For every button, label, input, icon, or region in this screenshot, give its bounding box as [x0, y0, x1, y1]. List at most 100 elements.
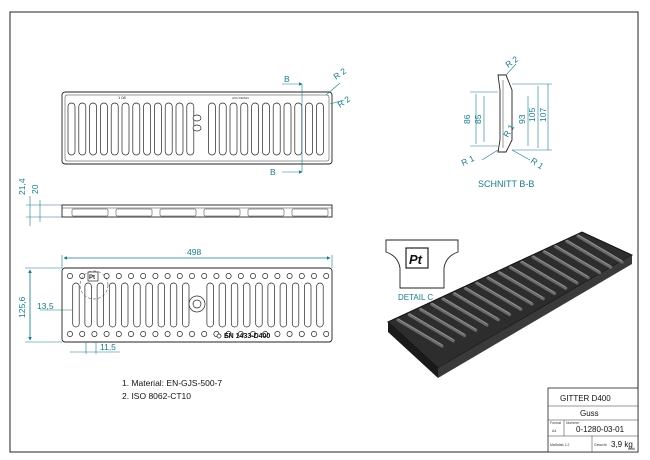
dim-85: 85 [473, 114, 483, 124]
bottom-hole-bottom [140, 331, 147, 337]
bottom-hole-bottom [323, 331, 330, 337]
iso-bar-highlight [420, 307, 465, 335]
cast-text-b: ACO DRAIN [232, 96, 249, 100]
dim-107: 107 [538, 108, 548, 122]
dim-r2-section: R 2 [503, 54, 520, 70]
iso-bar-highlight [577, 234, 623, 262]
title-material: Guss [580, 409, 599, 418]
bottom-slot [145, 282, 153, 328]
bottom-slot [157, 282, 165, 328]
top-slot [110, 102, 119, 156]
bottom-hole-bottom [91, 331, 98, 337]
top-slot [175, 102, 184, 156]
bottom-slot [279, 282, 287, 328]
dim-93: 93 [517, 114, 527, 124]
title-number-label: Nummer [566, 421, 580, 425]
top-view-slots [67, 102, 324, 156]
iso-bar-highlight [544, 250, 589, 277]
dim-125-6: 125,6 [17, 296, 27, 318]
bottom-slot [121, 282, 129, 328]
bottom-slot [243, 282, 251, 328]
iso-bar-highlight [476, 281, 521, 309]
notes: 1. Material: EN-GJS-500-7 2. ISO 8062-CT… [122, 378, 222, 401]
bottom-slot [206, 282, 214, 328]
bottom-slot [267, 282, 275, 328]
bottom-hole-bottom [311, 331, 317, 337]
iso-bar [463, 286, 512, 317]
iso-bar [452, 292, 500, 322]
title-block: GITTER D400 Guss Format A4 Nummer 0-1280… [547, 387, 639, 453]
side-rib [71, 208, 109, 217]
standard-mark: EN 1433-D400 [224, 333, 270, 340]
iso-bar [430, 302, 478, 332]
top-slot [305, 102, 313, 156]
isometric-grate-bars [396, 234, 624, 348]
bottom-slot [96, 282, 104, 328]
bottom-hole-top [213, 273, 220, 279]
drawing-number: 0-1280-03-01 [576, 425, 625, 434]
side-rib [203, 208, 241, 217]
detail-c: Pt DETAIL C [385, 239, 459, 302]
bottom-slot [72, 282, 80, 328]
dim-r1-right: R 1 [529, 155, 546, 171]
bottom-hole-top [237, 273, 244, 279]
bottom-logo-box [87, 271, 99, 282]
bottom-slot [230, 282, 239, 328]
side-rib [159, 208, 197, 217]
title-weight-label: Gewicht [594, 443, 607, 447]
iso-bar-highlight [555, 244, 600, 272]
iso-bar-highlight [510, 265, 555, 293]
bottom-hole-top [311, 273, 317, 279]
iso-bar-highlight [499, 271, 544, 298]
bottom-hole-top [79, 273, 86, 279]
iso-bar [508, 265, 557, 296]
bottom-hole-top [176, 273, 183, 279]
top-slot [78, 102, 87, 156]
top-slot [316, 102, 324, 156]
top-slot [132, 102, 141, 156]
bottom-hole-top [323, 273, 330, 279]
dim-r2-b: R 2 [335, 94, 352, 110]
bottom-hole-top [225, 273, 232, 279]
top-view: 1 08 ACO DRAIN B B R 2 R 2 [61, 66, 352, 177]
section-mark-top: B [284, 74, 290, 84]
bottom-hole-bottom [237, 331, 244, 337]
bottom-hole-bottom [189, 331, 195, 337]
title-name: GITTER D400 [560, 394, 611, 403]
iso-bar-highlight [521, 260, 566, 288]
side-rib [291, 208, 329, 217]
bottom-view-slots [67, 273, 330, 337]
top-slot [154, 102, 162, 156]
top-slot [251, 102, 259, 156]
dim-11-5: 11,5 [100, 342, 116, 352]
dim-86: 86 [462, 114, 472, 124]
bottom-hole-bottom [274, 331, 281, 337]
bottom-hole-bottom [115, 331, 122, 337]
bottom-hole-bottom [79, 331, 86, 337]
dim-498: 498 [187, 247, 201, 257]
bottom-hole-bottom [225, 331, 232, 337]
title-sheet: Blatt [628, 447, 635, 451]
bottom-hole-bottom [152, 331, 159, 337]
bottom-hole-top [262, 273, 269, 279]
bottom-hole-bottom [128, 331, 134, 337]
section-mark-bottom: B [270, 167, 276, 177]
iso-bar [542, 250, 590, 280]
bottom-hole-top [152, 273, 159, 279]
bottom-hole-top [189, 273, 195, 279]
top-slot [294, 102, 303, 156]
title-size: A4 [552, 429, 556, 433]
title-scale: Maßstab 1:2 [550, 443, 570, 447]
dim-105: 105 [527, 108, 537, 122]
top-slot [100, 102, 108, 156]
top-slot [229, 102, 238, 156]
iso-bar [520, 260, 568, 290]
bottom-hole-top [115, 273, 122, 279]
bottom-hole-bottom [201, 331, 208, 337]
section-caption: SCHNITT B-B [478, 179, 534, 189]
top-slot [218, 102, 227, 156]
bottom-view: Pt EN 1433-D400 498 125,6 13,5 11,5 [17, 247, 333, 354]
bottom-slot [304, 282, 312, 328]
top-slot [272, 102, 281, 156]
bottom-hole-top [140, 273, 147, 279]
